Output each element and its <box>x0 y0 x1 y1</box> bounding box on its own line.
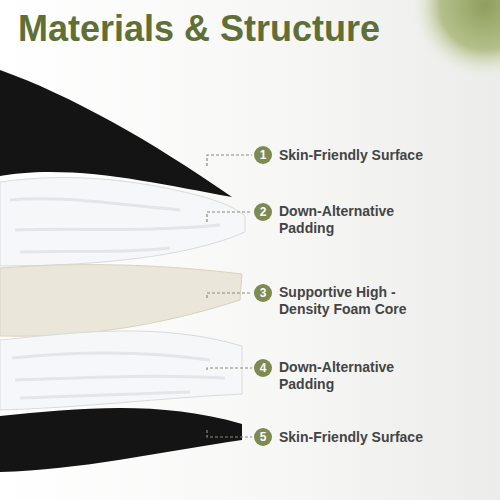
layer-label: Skin-Friendly Surface <box>279 429 489 446</box>
title: Materials & Structure <box>18 8 380 50</box>
layer-label: Skin-Friendly Surface <box>279 147 489 164</box>
layer-label: Supportive High -Density Foam Core <box>279 284 429 318</box>
layer-label: Down-Alternative Padding <box>279 203 429 237</box>
callout-number: 3 <box>254 284 272 302</box>
callout-number: 1 <box>254 146 272 164</box>
layer-label: Down-Alternative Padding <box>279 359 429 393</box>
callout-number: 4 <box>254 359 272 377</box>
callout-number: 2 <box>254 203 272 221</box>
callout-number: 5 <box>254 428 272 446</box>
